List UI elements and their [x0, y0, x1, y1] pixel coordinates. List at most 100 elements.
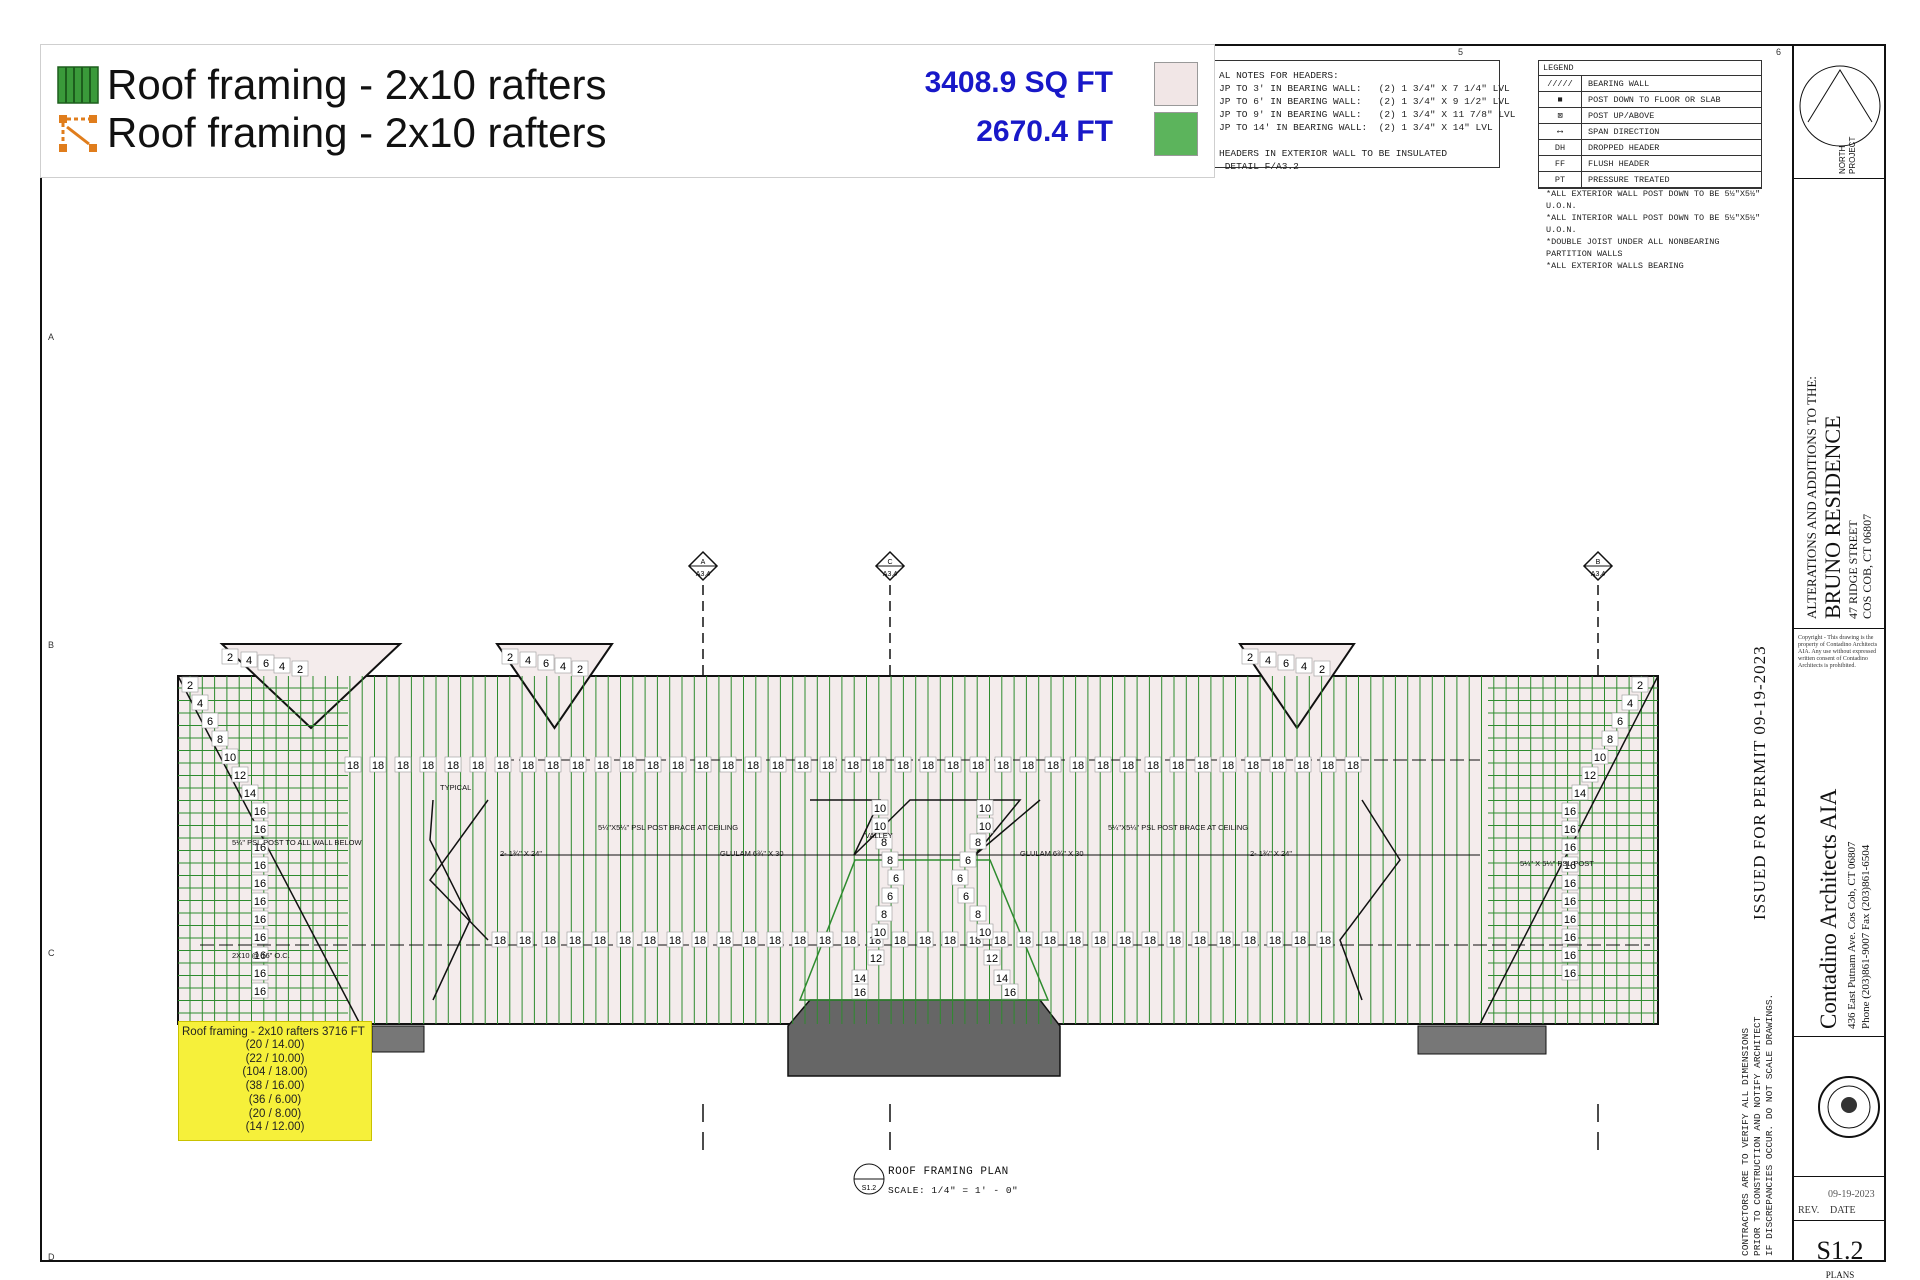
- rafter-length-label: 16: [251, 928, 269, 945]
- rafter-label-text: 12: [1584, 770, 1596, 782]
- rafter-label-text: 18: [1119, 935, 1131, 947]
- rafter-label-text: 18: [372, 760, 384, 772]
- rafter-length-label: 4: [1259, 651, 1277, 668]
- copyright-note: Copyright - This drawing is the property…: [1798, 635, 1878, 669]
- section-marker-sheet: A3.4: [696, 571, 711, 578]
- rafter-label-box: [251, 820, 269, 837]
- area-color-swatch[interactable]: [1154, 62, 1198, 106]
- plan-annotation-psl-left: 5¼"X5¼" PSL POST BRACE AT CEILING: [598, 823, 738, 832]
- rafter-label-text: 6: [965, 855, 971, 867]
- tally-row: (20 / 8.00): [248, 1107, 302, 1120]
- rafter-label-text: 18: [619, 935, 631, 947]
- rafter-length-label: 18: [569, 756, 587, 773]
- rafter-label-text: 8: [975, 837, 981, 849]
- grid-col-5: 5: [1458, 47, 1464, 57]
- rafter-length-label: 18: [494, 756, 512, 773]
- residence-name: BRUNO RESIDENCE: [1820, 415, 1845, 619]
- seal-box: [1794, 1037, 1886, 1177]
- tally-row: (36 / 6.00): [248, 1093, 302, 1106]
- rafter-label-box: [959, 851, 977, 868]
- rafter-label-text: 16: [254, 950, 266, 962]
- rafter-length-label: 18: [1166, 931, 1184, 948]
- rafter-label-text: 16: [254, 896, 266, 908]
- rafter-length-label: 18: [1266, 931, 1284, 948]
- rafter-length-label: 18: [919, 756, 937, 773]
- rafter-label-box: [566, 931, 584, 948]
- legend-symbol: /////: [1539, 76, 1582, 91]
- rafter-length-label: 8: [211, 730, 229, 747]
- rafter-label-box: [1016, 931, 1034, 948]
- rafter-length-label: 18: [844, 756, 862, 773]
- left-valley-lines: [429, 799, 471, 1001]
- rafter-label-text: 4: [1627, 698, 1633, 710]
- rafter-label-box: [716, 931, 734, 948]
- rafter-label-box: [569, 756, 587, 773]
- rafter-label-text: 18: [494, 935, 506, 947]
- rafter-label-box: [1591, 748, 1609, 765]
- rafter-label-text: 18: [1347, 760, 1359, 772]
- rafter-length-label: 16: [1561, 892, 1579, 909]
- rafter-label-text: 16: [254, 806, 266, 818]
- rafter-label-text: 10: [1594, 752, 1606, 764]
- plans-label: PLANS: [1825, 1270, 1855, 1280]
- rafter-label-text: 16: [254, 878, 266, 890]
- legend-text: PRESSURE TREATED: [1588, 174, 1670, 185]
- rafter-length-label: 4: [554, 657, 572, 674]
- rafter-label-text: 18: [947, 760, 959, 772]
- rafter-label-box: [221, 748, 239, 765]
- rafter-label-box: [544, 756, 562, 773]
- plan-annotation-typical: TYPICAL: [440, 783, 471, 792]
- rafter-length-label: 18: [519, 756, 537, 773]
- sheet-number: S1.2: [1816, 1236, 1864, 1265]
- rafter-label-box: [1611, 712, 1629, 729]
- rafter-length-label: 18: [744, 756, 762, 773]
- rafter-length-label: 4: [191, 694, 209, 711]
- rafter-label-box: [694, 756, 712, 773]
- rafter-tally-box[interactable]: Roof framing - 2x10 rafters 3716 FT (20 …: [178, 1021, 372, 1141]
- rafter-label-box: [231, 766, 249, 783]
- measurement-value-area: 3408.9 SQ FT: [924, 66, 1113, 99]
- rafter-length-label: 16: [251, 874, 269, 891]
- rafter-label-text: 10: [979, 803, 991, 815]
- rafter-label-box: [251, 892, 269, 909]
- rafter-label-text: 16: [1564, 806, 1576, 818]
- tally-row: (14 / 12.00): [245, 1121, 305, 1134]
- rafter-length-label: 16: [1561, 838, 1579, 855]
- rafter-label-box: [1621, 694, 1639, 711]
- rafter-label-box: [875, 905, 893, 922]
- rafter-label-text: 18: [572, 760, 584, 772]
- rafter-label-text: 18: [1197, 760, 1209, 772]
- rafter-label-box: [881, 887, 899, 904]
- rafter-length-label: 18: [1119, 756, 1137, 773]
- legend-row: ■POST DOWN TO FLOOR OR SLAB: [1539, 92, 1761, 108]
- measurement-row-length[interactable]: Roof framing - 2x10 rafters: [55, 109, 607, 157]
- rafter-label-text: 8: [887, 855, 893, 867]
- rafter-label-text: 16: [254, 824, 266, 836]
- general-note: *ALL INTERIOR WALL POST DOWN TO BE 5½"X5…: [1546, 213, 1761, 235]
- rafter-length-label: 18: [816, 931, 834, 948]
- rafter-label-text: 18: [1194, 935, 1206, 947]
- rafter-label-text: 6: [1283, 658, 1289, 670]
- rafter-label-text: 18: [397, 760, 409, 772]
- measurement-row-area[interactable]: Roof framing - 2x10 rafters: [55, 61, 607, 109]
- length-color-swatch[interactable]: [1154, 112, 1198, 156]
- rafter-label-box: [1116, 931, 1134, 948]
- rafter-length-label: 18: [616, 931, 634, 948]
- rafter-label-box: [1571, 784, 1589, 801]
- measurement-panel: Roof framing - 2x10 rafters Roof framing…: [40, 44, 1215, 178]
- rafter-length-label: 18: [444, 756, 462, 773]
- legend-symbol: ⊠: [1539, 108, 1582, 123]
- header-notes: AL NOTES FOR HEADERS: JP TO 3' IN BEARIN…: [1212, 60, 1515, 172]
- rafter-label-text: 18: [1147, 760, 1159, 772]
- rafter-label-box: [819, 756, 837, 773]
- rafter-label-text: 18: [1169, 935, 1181, 947]
- rafter-label-text: 18: [697, 760, 709, 772]
- rafter-length-label: 10: [976, 923, 994, 940]
- rafter-label-box: [1241, 648, 1259, 665]
- rafter-length-label: 14: [851, 969, 869, 986]
- rafter-label-text: 16: [1564, 968, 1576, 980]
- date-label: DATE: [1830, 1205, 1856, 1216]
- plan-annotation-psl-post-right: 5¼" X 5¼" PSL POST: [1520, 859, 1594, 868]
- rafter-label-text: 16: [254, 968, 266, 980]
- rafter-label-box: [1277, 654, 1295, 671]
